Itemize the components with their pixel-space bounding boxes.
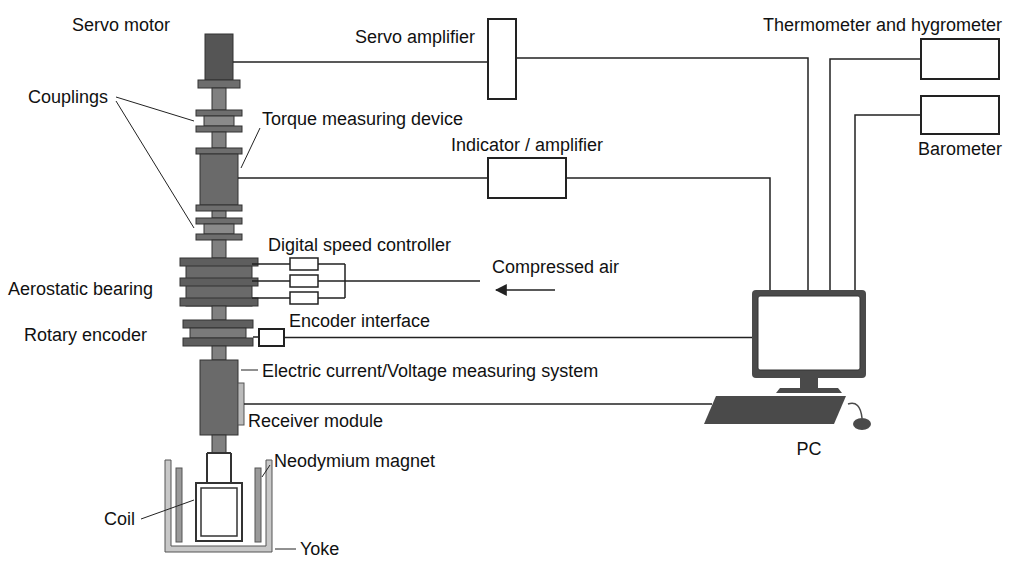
pc-hardware bbox=[704, 378, 871, 430]
monitor-stand bbox=[776, 388, 842, 393]
part-label: Torque measuring device bbox=[262, 108, 463, 130]
air-arrow bbox=[496, 289, 555, 291]
signal-wire bbox=[285, 337, 752, 339]
keyboard bbox=[704, 396, 846, 424]
coupling bbox=[204, 224, 234, 234]
wires bbox=[233, 62, 712, 404]
node-heading: Thermometer and hygrometer bbox=[763, 14, 1002, 36]
part-label: Electric current/Voltage measuring syste… bbox=[262, 360, 598, 382]
node-heading: PC bbox=[796, 438, 821, 460]
air-line bbox=[252, 264, 290, 298]
leader-line bbox=[141, 500, 194, 519]
speed-controller bbox=[290, 292, 318, 304]
mouse bbox=[853, 418, 871, 430]
mouse-cable bbox=[848, 403, 862, 418]
signal-wire bbox=[830, 59, 920, 290]
leader-line bbox=[116, 97, 194, 121]
yoke bbox=[165, 460, 272, 552]
motor-flange bbox=[198, 80, 240, 88]
torque-wire bbox=[238, 177, 487, 179]
leader-line bbox=[241, 128, 260, 168]
torque-device bbox=[200, 154, 238, 205]
amplifier-box: Servo amplifier bbox=[487, 18, 517, 100]
part-label: Aerostatic bearing bbox=[8, 278, 153, 300]
sensor-box: Thermometer and hygrometer bbox=[920, 38, 1000, 80]
coupling bbox=[204, 116, 234, 126]
node-heading: Encoder interface bbox=[289, 310, 430, 332]
part-label: Servo motor bbox=[72, 14, 170, 36]
coil-lead bbox=[207, 453, 231, 483]
motor-wire bbox=[233, 61, 487, 63]
coupling bbox=[196, 126, 242, 132]
shaft bbox=[212, 240, 226, 258]
part-label: Yoke bbox=[300, 538, 339, 560]
torque-flange bbox=[196, 148, 242, 154]
node-heading: Servo amplifier bbox=[355, 26, 475, 48]
coil bbox=[201, 488, 237, 536]
shaft bbox=[212, 435, 226, 453]
measuring-system bbox=[200, 360, 238, 435]
shaft bbox=[212, 132, 226, 148]
leader-lines bbox=[116, 97, 296, 549]
monitor-screen bbox=[758, 296, 860, 370]
speed-controller bbox=[290, 258, 318, 270]
coupling bbox=[196, 218, 242, 224]
neodymium-magnet bbox=[255, 468, 261, 542]
leader-line bbox=[275, 549, 296, 550]
shaft bbox=[212, 306, 226, 320]
part-label: Rotary encoder bbox=[24, 324, 147, 346]
speed-controller bbox=[290, 275, 318, 287]
servo-motor bbox=[205, 34, 233, 80]
leader-line bbox=[116, 101, 194, 228]
shaft bbox=[212, 88, 226, 110]
monitor-drawing bbox=[752, 290, 866, 378]
monitor-bezel bbox=[752, 290, 866, 378]
shaft-assembly bbox=[165, 34, 272, 552]
air-line bbox=[318, 264, 480, 298]
interface-box: Encoder interface bbox=[258, 328, 285, 347]
speed-controllers bbox=[290, 258, 318, 304]
receiver-wire bbox=[244, 403, 712, 405]
part-label: Compressed air bbox=[492, 256, 619, 278]
part-label: Digital speed controller bbox=[268, 234, 451, 256]
shaft bbox=[212, 211, 226, 218]
part-label: Receiver module bbox=[248, 410, 383, 432]
coil bbox=[196, 483, 242, 541]
pc-monitor: PC bbox=[752, 290, 866, 378]
rotary-encoder bbox=[183, 320, 253, 328]
torque-flange bbox=[196, 205, 242, 211]
sensor-box: Barometer bbox=[920, 95, 1000, 135]
bearing-ring bbox=[180, 298, 258, 306]
bearing-ring bbox=[180, 258, 258, 266]
leader-line bbox=[262, 465, 270, 477]
node-heading: Barometer bbox=[918, 138, 1002, 160]
amplifier-box: Indicator / amplifier bbox=[487, 157, 567, 199]
bearing-ring bbox=[180, 278, 258, 286]
leader-line bbox=[241, 370, 258, 371]
coupling bbox=[196, 110, 242, 116]
receiver-module bbox=[238, 383, 244, 425]
coupling bbox=[196, 234, 242, 240]
rotary-encoder bbox=[183, 338, 253, 346]
shaft bbox=[212, 346, 226, 360]
node-heading: Indicator / amplifier bbox=[451, 134, 603, 156]
part-label: Couplings bbox=[28, 86, 108, 108]
signal-wire bbox=[855, 115, 920, 290]
monitor-stand bbox=[800, 378, 818, 388]
part-label: Coil bbox=[104, 508, 135, 530]
part-label: Neodymium magnet bbox=[274, 450, 435, 472]
rotary-encoder bbox=[190, 328, 246, 338]
